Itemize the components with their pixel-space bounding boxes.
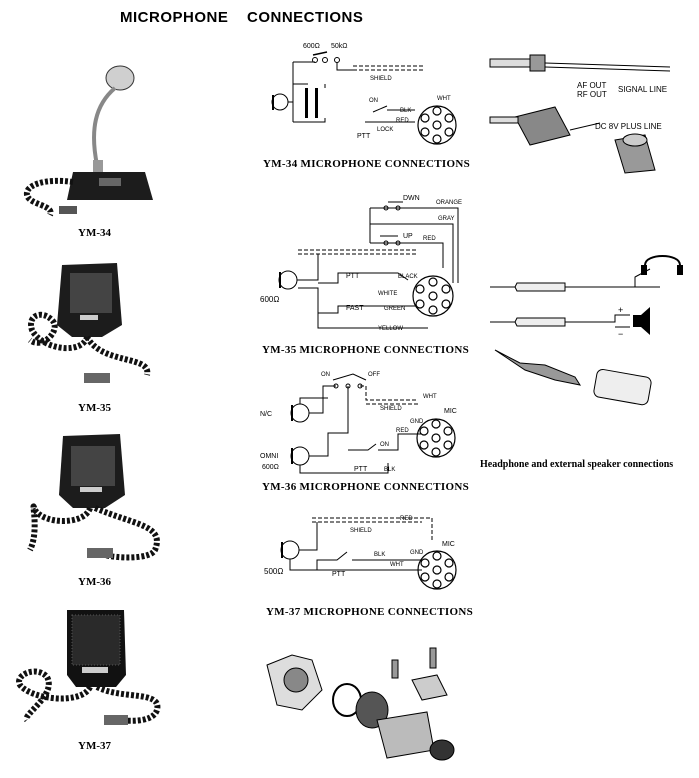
rca-signal-line: SIGNAL LINE [618,85,667,94]
ym35-up: UP [403,233,413,240]
ym36-caption: YM-36 MICROPHONE CONNECTIONS [262,481,470,493]
ym37-red: RED [400,516,413,522]
ym37-wht: WHT [390,562,404,568]
ym34-lock: LOCK [377,127,393,133]
ym36-off: OFF [368,372,380,378]
phone-plug-minus: − [618,329,623,339]
ym36-on: ON [321,372,330,378]
ym34-wht: WHT [437,96,451,102]
ym34-caption: YM-34 MICROPHONE CONNECTIONS [263,158,471,170]
ym37-gnd: GND [410,550,424,556]
ym34-shield: SHIELD [370,76,392,82]
ym36-hand-microphone-illustration [27,434,160,561]
ym37-hand-microphone-illustration [16,610,161,725]
ym34-label: YM-34 [78,227,111,239]
ym34-ptt: PTT [357,133,371,140]
ym36-omni: OMNI [260,453,278,460]
ym35-imp: 600Ω [260,295,279,304]
headphone-caption: Headphone and external speaker connectio… [480,459,674,470]
ym37-label: YM-37 [78,740,111,752]
ym34-blk: BLK [400,108,411,114]
ym34-red: RED [396,118,409,124]
ym37-blk: BLK [374,552,385,558]
ym35-wiring-diagram: DWN ORANGE GRAY UP RED PTT BLACK WHITE G… [260,195,462,332]
rca-dc-line: DC 8V PLUS LINE [595,122,662,131]
rca-plug-diagram: AF OUT RF OUT SIGNAL LINE DC 8V PLUS LIN… [489,54,671,174]
ym37-ptt: PTT [332,571,346,578]
phone-plug-plus: + [618,305,623,315]
ym35-dwn: DWN [403,195,420,202]
rca-rf-out: RF OUT [577,90,607,99]
ym35-yellow: YELLOW [378,326,403,332]
ym36-mic: MIC [444,408,457,415]
ym35-ptt: PTT [346,273,360,280]
ym36-wht: WHT [423,394,437,400]
ym36-red: RED [396,428,409,434]
page-title: MICROPHONE CONNECTIONS [120,9,364,26]
ym34-desk-microphone-illustration [24,65,153,217]
ym36-label: YM-36 [78,576,111,588]
ym36-imp: 600Ω [262,464,279,471]
ym34-wiring-diagram: 600Ω 50kΩ SHIELD ON BLK RED LOCK PTT WHT [271,43,457,145]
ym35-fast: FAST [346,305,364,312]
rca-af-out: AF OUT [577,81,606,90]
ym36-ptt-on: ON [380,442,389,448]
ym35-green: GREEN [384,306,405,312]
ym35-label: YM-35 [78,402,111,414]
ym34-imp-600: 600Ω [303,43,320,50]
ym35-red: RED [423,236,436,242]
ym35-caption: YM-35 MICROPHONE CONNECTIONS [262,344,470,356]
mic-connector-exploded-view [266,647,455,761]
ym35-gray: GRAY [438,216,455,222]
ym37-wiring-diagram: RED SHIELD MIC BLK GND WHT PTT 500Ω [264,516,457,590]
ym37-imp: 500Ω [264,567,283,576]
ym34-imp-50k: 50kΩ [331,43,348,50]
ym34-on: ON [369,98,378,104]
ym37-shield: SHIELD [350,528,372,534]
ym35-hand-microphone-illustration [28,263,151,383]
ym36-blk: BLK [384,467,395,473]
ym35-black: BLACK [398,274,418,280]
ym37-caption: YM-37 MICROPHONE CONNECTIONS [266,606,474,618]
ym36-ptt: PTT [354,466,368,473]
ym36-gnd: GND [410,419,424,425]
ym35-orange: ORANGE [436,200,462,206]
ym36-nc: N/C [260,411,272,418]
ym36-wiring-diagram: ON OFF WHT SHIELD MIC GND RED N/C OMNI 6… [260,372,457,474]
ym35-white: WHITE [378,291,397,297]
ym37-mic: MIC [442,541,455,548]
ym36-shield: SHIELD [380,406,402,412]
phone-plugs-diagram: + − [490,255,683,406]
